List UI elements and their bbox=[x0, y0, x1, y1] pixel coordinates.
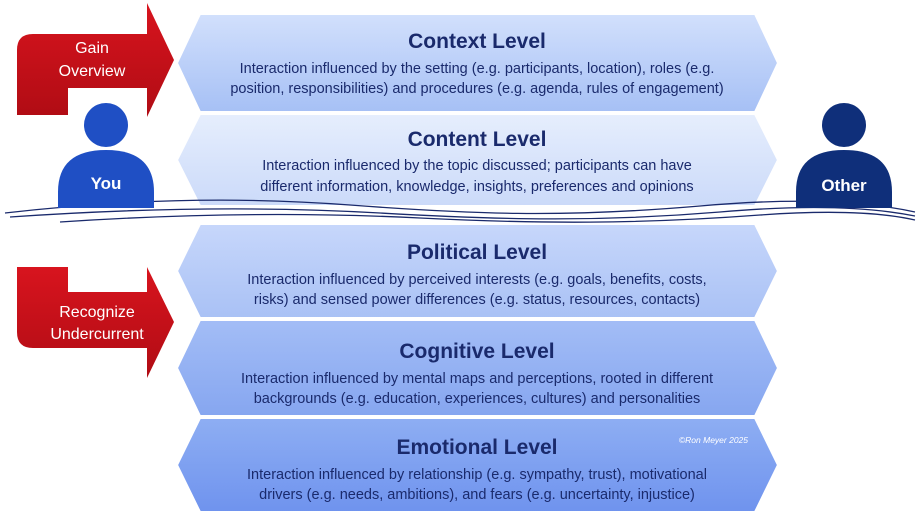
level-emotional-desc-line1: Interaction influenced by relationship (… bbox=[247, 467, 707, 483]
recognize-undercurrent-label-line2: Undercurrent bbox=[50, 326, 144, 343]
level-emotional-title: Emotional Level bbox=[396, 436, 557, 459]
person-other: Other bbox=[796, 103, 892, 208]
level-cognitive-desc-line2: backgrounds (e.g. education, experiences… bbox=[254, 391, 701, 407]
person-other-body bbox=[796, 150, 892, 208]
level-political-desc-line2: risks) and sensed power differences (e.g… bbox=[254, 292, 700, 308]
recognize-undercurrent-label-line1: Recognize bbox=[59, 304, 135, 321]
level-political-desc-line1: Interaction influenced by perceived inte… bbox=[247, 272, 706, 288]
person-you: You bbox=[58, 103, 154, 208]
gain-overview-label-line1: Gain bbox=[75, 40, 109, 57]
level-emotional-band: Emotional Level Interaction influenced b… bbox=[175, 417, 780, 513]
level-content-band: Content Level Interaction influenced by … bbox=[175, 113, 780, 207]
level-content-desc-line2: different information, knowledge, insigh… bbox=[260, 179, 693, 195]
level-context-band: Context Level Interaction influenced by … bbox=[175, 13, 780, 113]
level-cognitive-band: Cognitive Level Interaction influenced b… bbox=[175, 319, 780, 417]
level-context-desc-line2: position, responsibilities) and procedur… bbox=[230, 81, 723, 97]
gain-overview-label-line2: Overview bbox=[59, 63, 126, 80]
level-context-title: Context Level bbox=[408, 30, 546, 53]
level-content-desc-line1: Interaction influenced by the topic disc… bbox=[262, 158, 692, 174]
level-emotional-desc-line2: drivers (e.g. needs, ambitions), and fea… bbox=[259, 487, 695, 503]
gain-overview-arrow: Gain Overview bbox=[17, 3, 174, 117]
copyright-notice: ©Ron Meyer 2025 bbox=[679, 435, 748, 445]
person-you-label: You bbox=[91, 174, 122, 193]
person-you-body bbox=[58, 150, 154, 208]
person-you-head bbox=[84, 103, 128, 147]
level-political-title: Political Level bbox=[407, 241, 547, 264]
level-political-band: Political Level Interaction influenced b… bbox=[175, 223, 780, 319]
person-other-head bbox=[822, 103, 866, 147]
level-cognitive-title: Cognitive Level bbox=[399, 340, 554, 363]
level-context-desc-line1: Interaction influenced by the setting (e… bbox=[240, 61, 715, 77]
person-other-label: Other bbox=[821, 176, 867, 195]
recognize-undercurrent-arrow: Recognize Undercurrent bbox=[17, 267, 174, 378]
level-content-title: Content Level bbox=[408, 128, 547, 151]
level-cognitive-desc-line1: Interaction influenced by mental maps an… bbox=[241, 371, 713, 387]
